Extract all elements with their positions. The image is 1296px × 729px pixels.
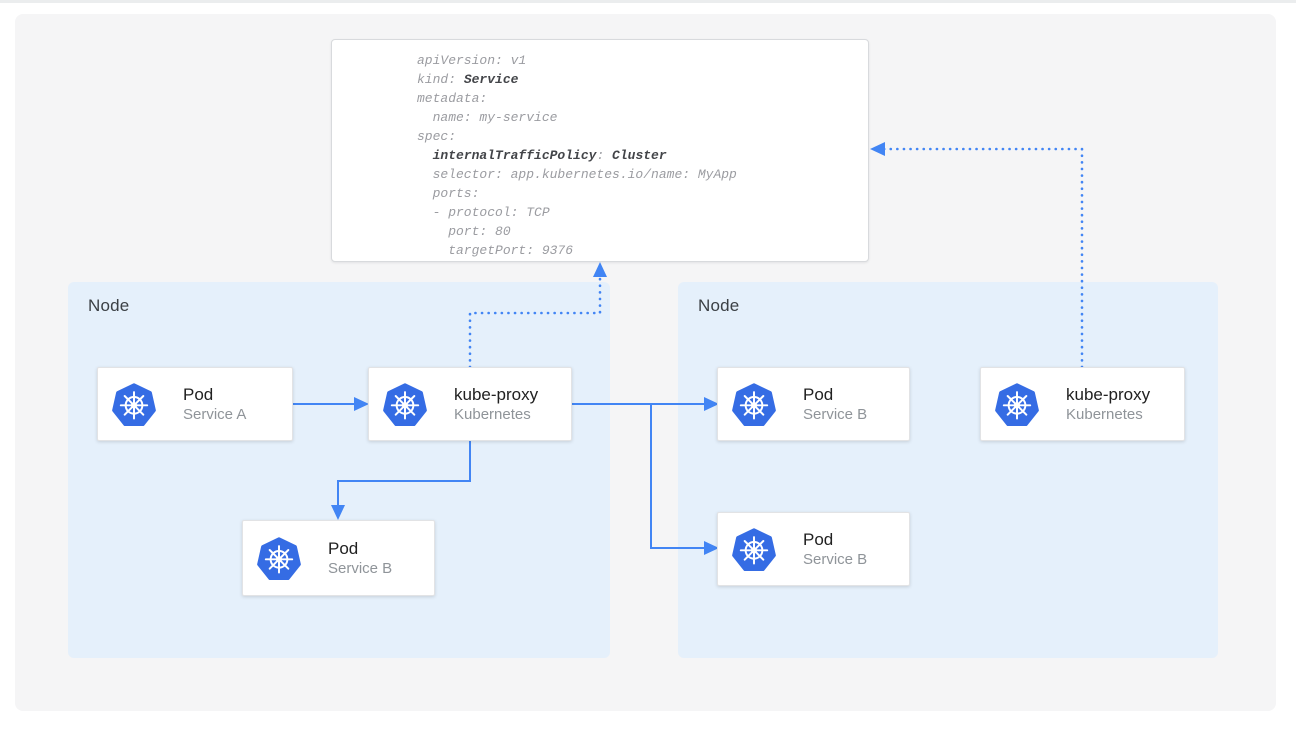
card-title: Pod [803, 530, 834, 549]
node-left-label: Node [88, 296, 130, 315]
card-subtitle: Kubernetes [454, 406, 531, 423]
card-kube-proxy-left: kube-proxy Kubernetes [368, 367, 572, 441]
kubernetes-icon [112, 383, 156, 426]
kubernetes-icon [383, 383, 427, 426]
kubernetes-icon [732, 528, 776, 571]
card-title: kube-proxy [454, 385, 539, 404]
card-title: Pod [803, 385, 834, 404]
node-right-label: Node [698, 296, 740, 315]
card-kube-proxy-right: kube-proxy Kubernetes [980, 367, 1185, 441]
node-left: Node [68, 282, 610, 658]
card-subtitle: Service B [803, 551, 868, 568]
top-divider [0, 0, 1296, 3]
card-subtitle: Service B [803, 406, 868, 423]
card-title: Pod [328, 539, 359, 558]
card-pod-service-b-top-right: Pod Service B [717, 367, 910, 441]
card-title: Pod [183, 385, 214, 404]
kubernetes-icon [995, 383, 1039, 426]
card-pod-service-b-bottom-right: Pod Service B [717, 512, 910, 586]
card-subtitle: Kubernetes [1066, 406, 1143, 423]
kubernetes-icon [257, 537, 301, 580]
card-subtitle: Service A [183, 406, 247, 423]
card-pod-service-a: Pod Service A [97, 367, 293, 441]
card-subtitle: Service B [328, 560, 393, 577]
card-pod-service-b-left: Pod Service B [242, 520, 435, 596]
card-title: kube-proxy [1066, 385, 1151, 404]
kubernetes-icon [732, 383, 776, 426]
node-right: Node [678, 282, 1218, 658]
